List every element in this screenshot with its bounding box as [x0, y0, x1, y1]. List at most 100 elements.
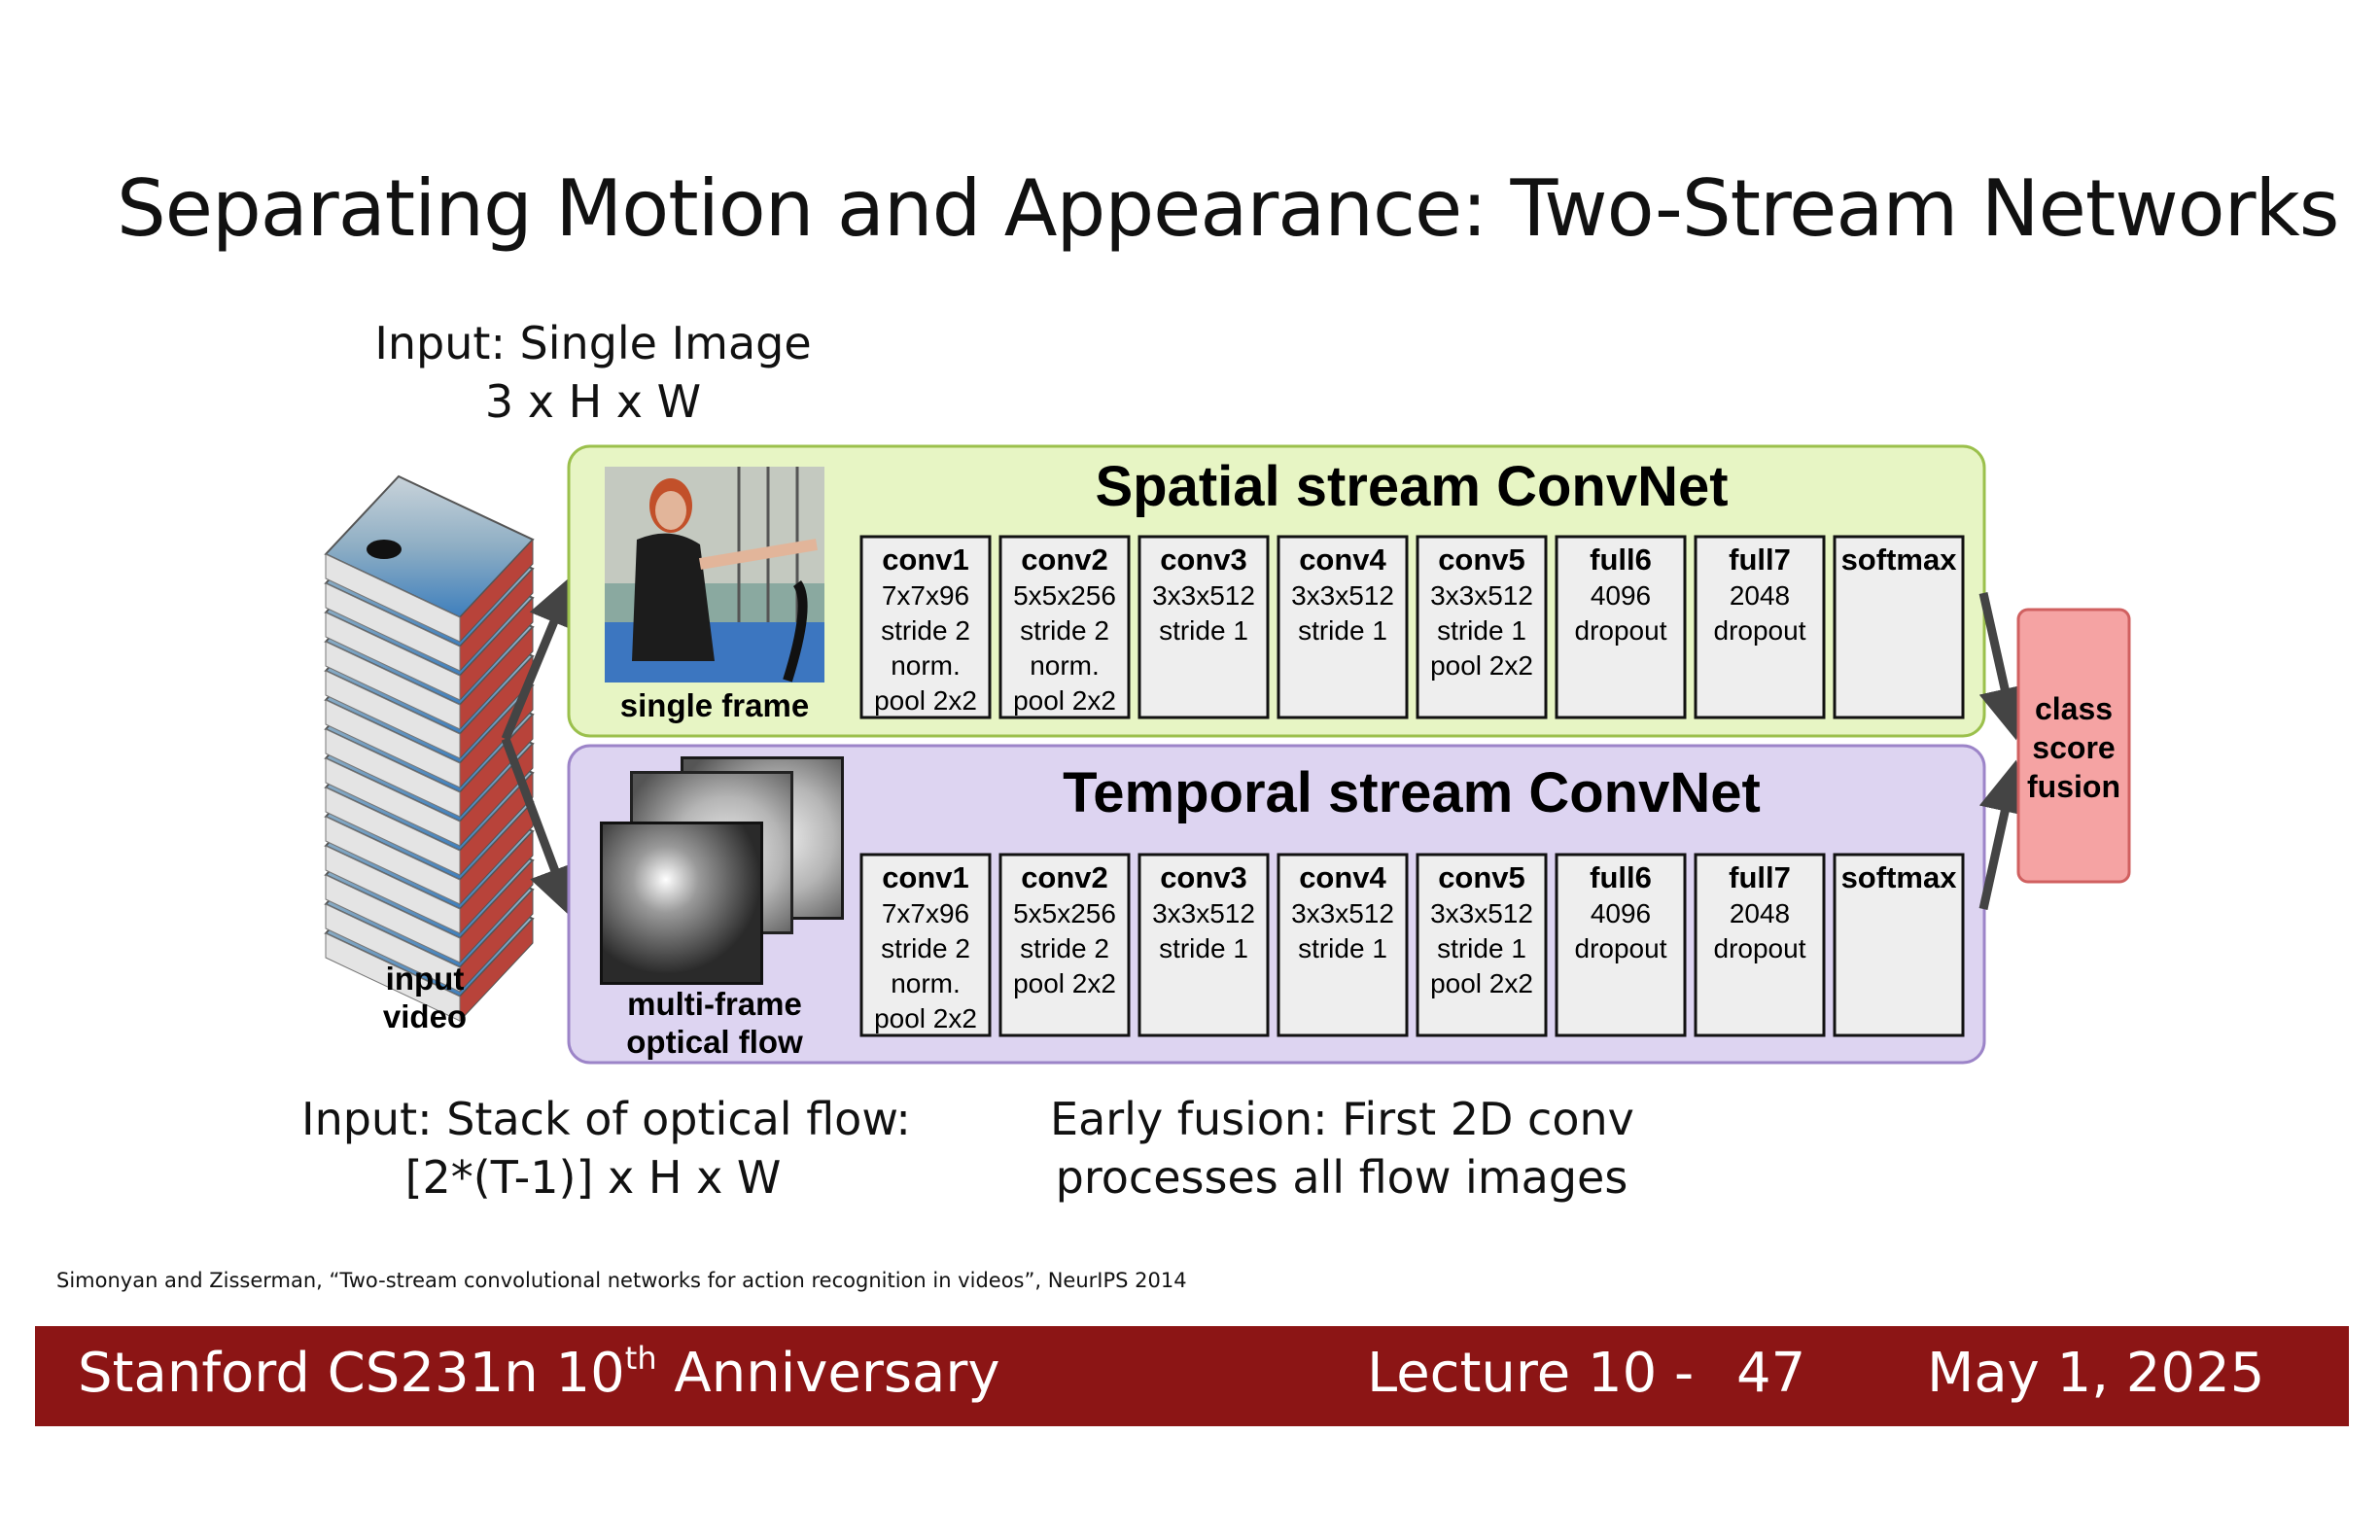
layer-box	[1416, 853, 1548, 1037]
video-frame-side	[325, 670, 461, 759]
input-video-stack	[324, 474, 535, 1023]
video-frame	[324, 474, 535, 644]
arrow-temporal-to-fusion	[1978, 759, 2031, 910]
layer-param: norm.	[1030, 650, 1100, 681]
arrow-to-temporal	[501, 737, 579, 920]
layer-param: dropout	[1575, 615, 1667, 646]
arrow-to-spatial	[501, 574, 578, 741]
footer-lecture: Lecture 10 -	[1367, 1342, 1695, 1405]
optical-flow-label: optical flow	[626, 1024, 803, 1060]
layer-param: 3x3x512	[1152, 898, 1255, 928]
footer-course-sup: th	[624, 1340, 657, 1377]
layer-name: conv1	[882, 860, 969, 894]
layer-box	[1277, 853, 1409, 1037]
spatial-stream-title: Spatial stream ConvNet	[1095, 455, 1728, 518]
layer-param: stride 1	[1159, 933, 1248, 963]
video-frame-side	[325, 816, 461, 905]
layer-name: conv1	[882, 542, 969, 577]
layer-box	[1555, 853, 1687, 1037]
early-fusion-caption: Early fusion: First 2D conv processes al…	[1050, 1090, 1634, 1207]
layer-param: 3x3x512	[1430, 580, 1533, 611]
video-frame-side	[325, 582, 461, 672]
layer-name: conv4	[1299, 542, 1386, 577]
layer-box	[1694, 535, 1826, 719]
layer-param: stride 2	[1020, 615, 1109, 646]
input-stack-caption: Input: Stack of optical flow: [2*(T-1)] …	[301, 1090, 911, 1207]
layer-param: 4096	[1591, 898, 1651, 928]
fusion-text-line: score	[2032, 730, 2115, 765]
layer-name: conv4	[1299, 860, 1386, 894]
layer-param: 2048	[1730, 580, 1790, 611]
layer-param: 7x7x96	[882, 898, 969, 928]
layer-box	[1833, 535, 1965, 719]
layer-param: 3x3x512	[1291, 580, 1394, 611]
layer-box	[1833, 853, 1965, 1037]
single-frame-image	[605, 467, 824, 682]
layer-param: pool 2x2	[1013, 968, 1116, 998]
layer-name: full7	[1729, 542, 1791, 577]
input-video-label: input	[386, 961, 465, 997]
layer-param: 5x5x256	[1013, 580, 1116, 611]
layer-param: norm.	[891, 650, 961, 681]
arrow-spatial-to-fusion	[1978, 592, 2031, 741]
layer-param: pool 2x2	[1430, 650, 1533, 681]
layer-param: stride 1	[1437, 615, 1526, 646]
footer-page-number: 47	[1736, 1342, 1806, 1405]
fusion-text-line: fusion	[2027, 769, 2120, 804]
layer-param: dropout	[1714, 933, 1806, 963]
layer-box	[1138, 853, 1270, 1037]
caption-line: Early fusion: First 2D conv	[1050, 1093, 1634, 1145]
layer-param: stride 2	[881, 933, 970, 963]
video-frame-side	[325, 787, 461, 876]
layer-name: conv3	[1160, 542, 1247, 577]
footer-bar: Stanford CS231n 10th Anniversary Lecture…	[35, 1326, 2349, 1426]
caption-line: [2*(T-1)] x H x W	[404, 1151, 782, 1204]
layer-name: full6	[1590, 542, 1652, 577]
layer-param: 2048	[1730, 898, 1790, 928]
layer-param: dropout	[1575, 933, 1667, 963]
optical-flow-images	[600, 756, 844, 985]
layer-param: 3x3x512	[1152, 580, 1255, 611]
layer-name: conv2	[1021, 860, 1108, 894]
layer-name: conv3	[1160, 860, 1247, 894]
layer-name: conv2	[1021, 542, 1108, 577]
layer-param: norm.	[891, 968, 961, 998]
layer-param: stride 1	[1437, 933, 1526, 963]
caption-line: Input: Single Image	[374, 317, 812, 369]
caption-line: 3 x H x W	[484, 375, 702, 428]
layer-param: 5x5x256	[1013, 898, 1116, 928]
layer-box	[859, 535, 992, 719]
layer-param: stride 1	[1159, 615, 1248, 646]
layer-param: stride 1	[1298, 933, 1387, 963]
footer-course-suffix: Anniversary	[656, 1342, 1000, 1405]
footer-course-prefix: Stanford CS231n 10	[78, 1342, 625, 1405]
layer-name: softmax	[1841, 860, 1958, 894]
fusion-text-line: class	[2035, 691, 2113, 726]
layer-param: stride 2	[881, 615, 970, 646]
layer-param: 4096	[1591, 580, 1651, 611]
video-frame-side	[325, 845, 461, 934]
layer-param: 3x3x512	[1430, 898, 1533, 928]
layer-name: softmax	[1841, 542, 1958, 577]
video-frame-side	[325, 757, 461, 847]
layer-param: pool 2x2	[874, 1003, 977, 1033]
temporal-layer-conv1: conv1 7x7x96 stride 2 norm. pool 2x2	[859, 853, 992, 1037]
temporal-layer-softmax: softmax	[1833, 853, 1965, 1037]
class-score-fusion-box	[2016, 608, 2131, 884]
input-single-image-caption: Input: Single Image 3 x H x W	[369, 314, 817, 431]
layer-name: conv5	[1438, 542, 1525, 577]
footer-date: May 1, 2025	[1927, 1342, 2265, 1405]
layer-box	[859, 853, 992, 1037]
video-frame-side	[325, 903, 461, 993]
layer-param: pool 2x2	[1013, 685, 1116, 716]
